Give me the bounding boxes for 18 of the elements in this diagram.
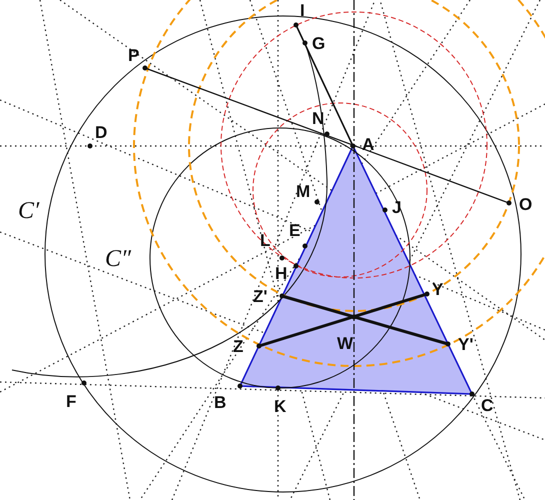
curve-label: C′ bbox=[18, 198, 40, 225]
point-label: O bbox=[519, 196, 532, 213]
point-label: P bbox=[128, 47, 140, 64]
point-label: K bbox=[274, 398, 286, 415]
point-label: Y' bbox=[458, 336, 474, 353]
point-label: B bbox=[214, 394, 226, 411]
point-label: Z' bbox=[253, 288, 268, 305]
curve-label: C″ bbox=[105, 246, 132, 273]
point-label: H bbox=[275, 265, 288, 282]
point-label: D bbox=[95, 124, 108, 141]
point-label: E bbox=[289, 222, 300, 239]
point-label: W bbox=[337, 335, 354, 352]
point-label: C bbox=[481, 397, 494, 414]
point-label: Z bbox=[233, 338, 244, 355]
point-label: F bbox=[66, 393, 76, 410]
point-label: M bbox=[296, 183, 310, 200]
point-label: I bbox=[300, 2, 305, 19]
point-label: G bbox=[312, 35, 326, 52]
